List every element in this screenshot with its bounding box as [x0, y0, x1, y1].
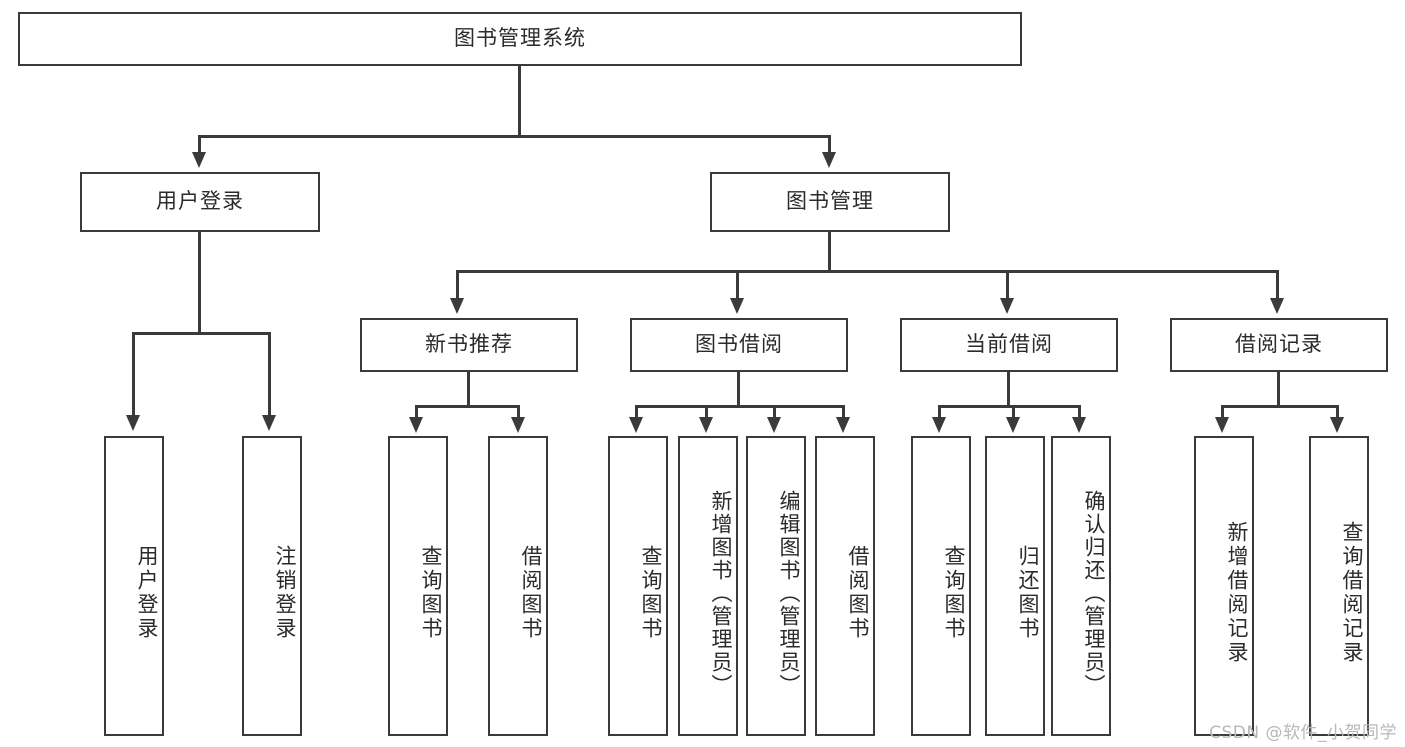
edge-level3-split-bar [456, 270, 1278, 273]
edge-user-login-stem [198, 232, 201, 334]
edge-user-login-child-2 [268, 332, 271, 416]
edge-book-borrow-child-1 [635, 405, 638, 419]
leaf-user-login[interactable]: 用户登录 [104, 436, 164, 736]
node-book-borrow[interactable]: 图书借阅 [630, 318, 848, 372]
edge-root-stem [518, 66, 521, 137]
node-label: 查询图书 [639, 545, 663, 641]
node-label: 图书管理系统 [454, 26, 586, 51]
leaf-query-book-current[interactable]: 查询图书 [911, 436, 971, 736]
leaf-edit-book-admin[interactable]: 编辑图书（管理员） [746, 436, 806, 736]
leaf-return-book[interactable]: 归还图书 [985, 436, 1045, 736]
edge-borrow-record-split-bar [1221, 405, 1339, 408]
edge-to-new-book [456, 270, 459, 300]
edge-book-borrow-child-2 [705, 405, 708, 419]
arrowhead-current-borrow [1000, 298, 1014, 314]
edge-to-book-borrow [736, 270, 739, 300]
node-new-book-recommend[interactable]: 新书推荐 [360, 318, 578, 372]
leaf-borrow-book[interactable]: 借阅图书 [815, 436, 875, 736]
edge-to-book-manage [828, 135, 831, 155]
node-current-borrow[interactable]: 当前借阅 [900, 318, 1118, 372]
arrowhead-book-manage [822, 152, 836, 168]
node-root-system[interactable]: 图书管理系统 [18, 12, 1022, 66]
edge-borrow-record-stem [1277, 372, 1280, 407]
leaf-add-borrow-record[interactable]: 新增借阅记录 [1194, 436, 1254, 736]
edge-new-book-stem [467, 372, 470, 407]
node-label: 新书推荐 [425, 332, 513, 357]
arrowhead-leaf-edit-book [767, 417, 781, 433]
node-label: 查询图书 [419, 545, 443, 641]
edge-current-borrow-child-3 [1078, 405, 1081, 419]
edge-borrow-record-child-1 [1221, 405, 1224, 419]
edge-current-borrow-child-2 [1012, 405, 1015, 419]
node-label: 借阅图书 [846, 545, 870, 641]
node-user-login[interactable]: 用户登录 [80, 172, 320, 232]
node-label: 借阅记录 [1235, 332, 1323, 357]
node-label: 查询借阅记录 [1340, 521, 1364, 665]
leaf-query-book-recommend[interactable]: 查询图书 [388, 436, 448, 736]
arrowhead-leaf-query-book-2 [629, 417, 643, 433]
node-label: 确认归还（管理员） [1082, 489, 1106, 697]
node-label: 归还图书 [1016, 545, 1040, 641]
edge-current-borrow-stem [1007, 372, 1010, 407]
watermark-text: CSDN @软件_小贺同学 [1209, 723, 1397, 743]
leaf-query-borrow-record[interactable]: 查询借阅记录 [1309, 436, 1369, 736]
leaf-query-book-borrow[interactable]: 查询图书 [608, 436, 668, 736]
node-label: 图书借阅 [695, 332, 783, 357]
edge-book-manage-stem [828, 232, 831, 272]
arrowhead-user-login [192, 152, 206, 168]
arrowhead-leaf-query-book-3 [932, 417, 946, 433]
node-label: 新增图书（管理员） [709, 489, 733, 697]
arrowhead-new-book [450, 298, 464, 314]
arrowhead-book-borrow [730, 298, 744, 314]
arrowhead-leaf-add-book [699, 417, 713, 433]
arrowhead-leaf-logout [262, 415, 276, 431]
node-label: 注销登录 [273, 545, 297, 641]
leaf-logout[interactable]: 注销登录 [242, 436, 302, 736]
arrowhead-leaf-user-login [126, 415, 140, 431]
edge-user-login-split-bar [132, 332, 270, 335]
arrowhead-leaf-add-record [1215, 417, 1229, 433]
edge-book-borrow-child-3 [773, 405, 776, 419]
edge-new-book-split-bar [415, 405, 520, 408]
edge-book-borrow-child-4 [842, 405, 845, 419]
node-label: 查询图书 [942, 545, 966, 641]
node-label: 借阅图书 [519, 545, 543, 641]
node-label: 当前借阅 [965, 332, 1053, 357]
node-label: 用户登录 [135, 545, 159, 641]
node-label: 图书管理 [786, 189, 874, 214]
edge-to-current-borrow [1006, 270, 1009, 300]
leaf-confirm-return-admin[interactable]: 确认归还（管理员） [1051, 436, 1111, 736]
edge-user-login-child-1 [132, 332, 135, 416]
arrowhead-borrow-record [1270, 298, 1284, 314]
arrowhead-leaf-confirm-return [1072, 417, 1086, 433]
edge-book-borrow-split-bar [635, 405, 845, 408]
node-label: 用户登录 [156, 189, 244, 214]
edge-to-borrow-record [1276, 270, 1279, 300]
edge-current-borrow-child-1 [938, 405, 941, 419]
arrowhead-leaf-borrow-book-2 [836, 417, 850, 433]
arrowhead-leaf-borrow-book-1 [511, 417, 525, 433]
arrowhead-leaf-query-record [1330, 417, 1344, 433]
leaf-borrow-book-recommend[interactable]: 借阅图书 [488, 436, 548, 736]
node-borrow-record[interactable]: 借阅记录 [1170, 318, 1388, 372]
edge-to-user-login [198, 135, 201, 155]
node-book-manage[interactable]: 图书管理 [710, 172, 950, 232]
arrowhead-leaf-return-book [1006, 417, 1020, 433]
edge-root-split-bar [198, 135, 831, 138]
edge-new-book-child-2 [517, 405, 520, 419]
node-label: 新增借阅记录 [1225, 521, 1249, 665]
node-label: 编辑图书（管理员） [777, 489, 801, 697]
edge-book-borrow-stem [737, 372, 740, 407]
edge-borrow-record-child-2 [1336, 405, 1339, 419]
leaf-add-book-admin[interactable]: 新增图书（管理员） [678, 436, 738, 736]
edge-new-book-child-1 [415, 405, 418, 419]
edge-current-borrow-split-bar [938, 405, 1080, 408]
arrowhead-leaf-query-book-1 [409, 417, 423, 433]
